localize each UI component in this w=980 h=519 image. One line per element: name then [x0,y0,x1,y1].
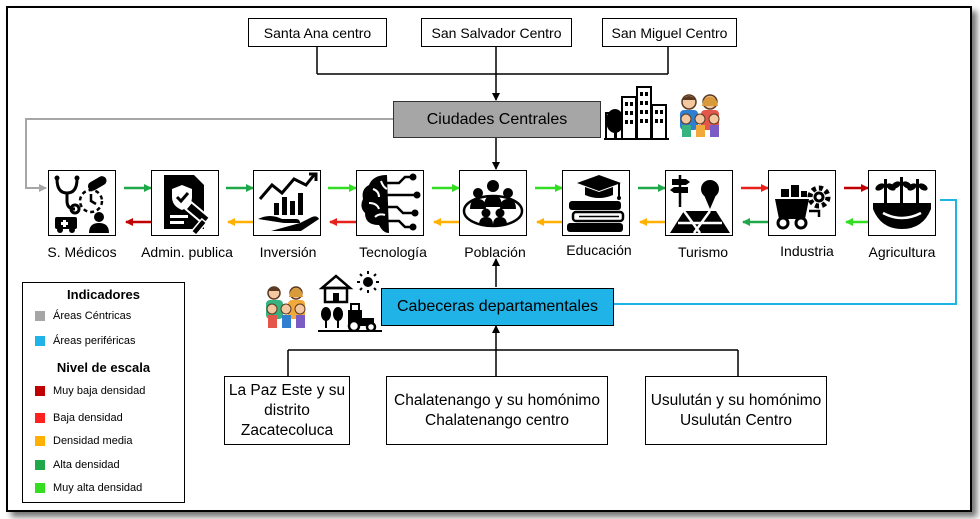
departmental-capitals-banner: Cabeceras departamentales [381,288,614,326]
legend-swatch [35,483,45,493]
legend-swatch [35,436,45,446]
node-label: Tecnología [359,244,427,260]
node-label: Inversión [259,244,317,260]
top-source-box: San Salvador Centro [421,18,572,47]
city-buildings-icon [604,86,669,140]
legend-title: Indicadores [67,287,140,302]
node-investment [253,170,321,236]
medical-icon [54,175,109,233]
legend-label: Alta densidad [53,459,120,471]
farm-icon [318,271,382,332]
legend-scale-title: Nivel de escala [56,360,151,375]
legend-swatch [35,460,45,470]
node-education [562,170,630,236]
legend-label: Densidad media [53,435,133,447]
tourism-icon [670,175,730,234]
node-technology [356,170,424,236]
legend-item: Muy baja densidad [35,385,145,397]
node-label: Turismo [677,244,729,260]
legend-item: Áreas Céntricas [35,310,131,322]
bottom-source-box: Usulután y su homónimo Usulután Centro [645,376,827,445]
population-icon [462,180,524,228]
node-label: Población [464,244,526,260]
legend-swatch [35,386,45,396]
legend-swatch [35,311,45,321]
central-cities-banner: Ciudades Centrales [393,101,601,138]
legend-item: Áreas periféricas [35,335,136,347]
node-medical [48,170,116,236]
legend-label: Muy alta densidad [53,482,143,494]
legend-item: Muy alta densidad [35,482,142,494]
node-label: Educación [566,242,632,258]
legend-label: Áreas periféricas [53,335,136,347]
node-population [459,170,527,236]
family-icon [680,94,720,137]
node-label: S. Médicos [47,244,117,260]
rural-family-icon [266,286,306,328]
legend: Indicadores Áreas Céntricas Áreas perifé… [22,282,185,503]
legend-item: Densidad media [35,435,133,447]
legend-label: Muy baja densidad [53,385,146,397]
legend-item: Baja densidad [35,412,123,424]
bottom-source-box: La Paz Este y su distrito Zacatecoluca [224,376,350,445]
node-industry [768,170,836,236]
bottom-source-box: Chalatenango y su homónimo Chalatenango … [386,376,608,445]
education-icon [567,175,625,232]
legend-label: Áreas Céntricas [53,310,132,322]
node-agriculture [868,170,936,236]
node-tourism [665,170,733,236]
investment-icon [258,172,319,231]
legend-label: Baja densidad [53,412,123,424]
legend-item: Alta densidad [35,459,120,471]
industry-icon [775,185,831,230]
top-source-box: San Miguel Centro [602,18,737,47]
node-label: Industria [780,243,834,259]
node-label: Agricultura [868,244,936,260]
agriculture-icon [873,177,931,229]
node-public-admin [151,170,219,236]
technology-icon [361,173,421,233]
legend-swatch [35,413,45,423]
top-source-box: Santa Ana centro [248,18,387,47]
node-label: Admin. publica [141,244,233,260]
public-admin-icon [164,175,212,235]
legend-swatch [35,336,45,346]
